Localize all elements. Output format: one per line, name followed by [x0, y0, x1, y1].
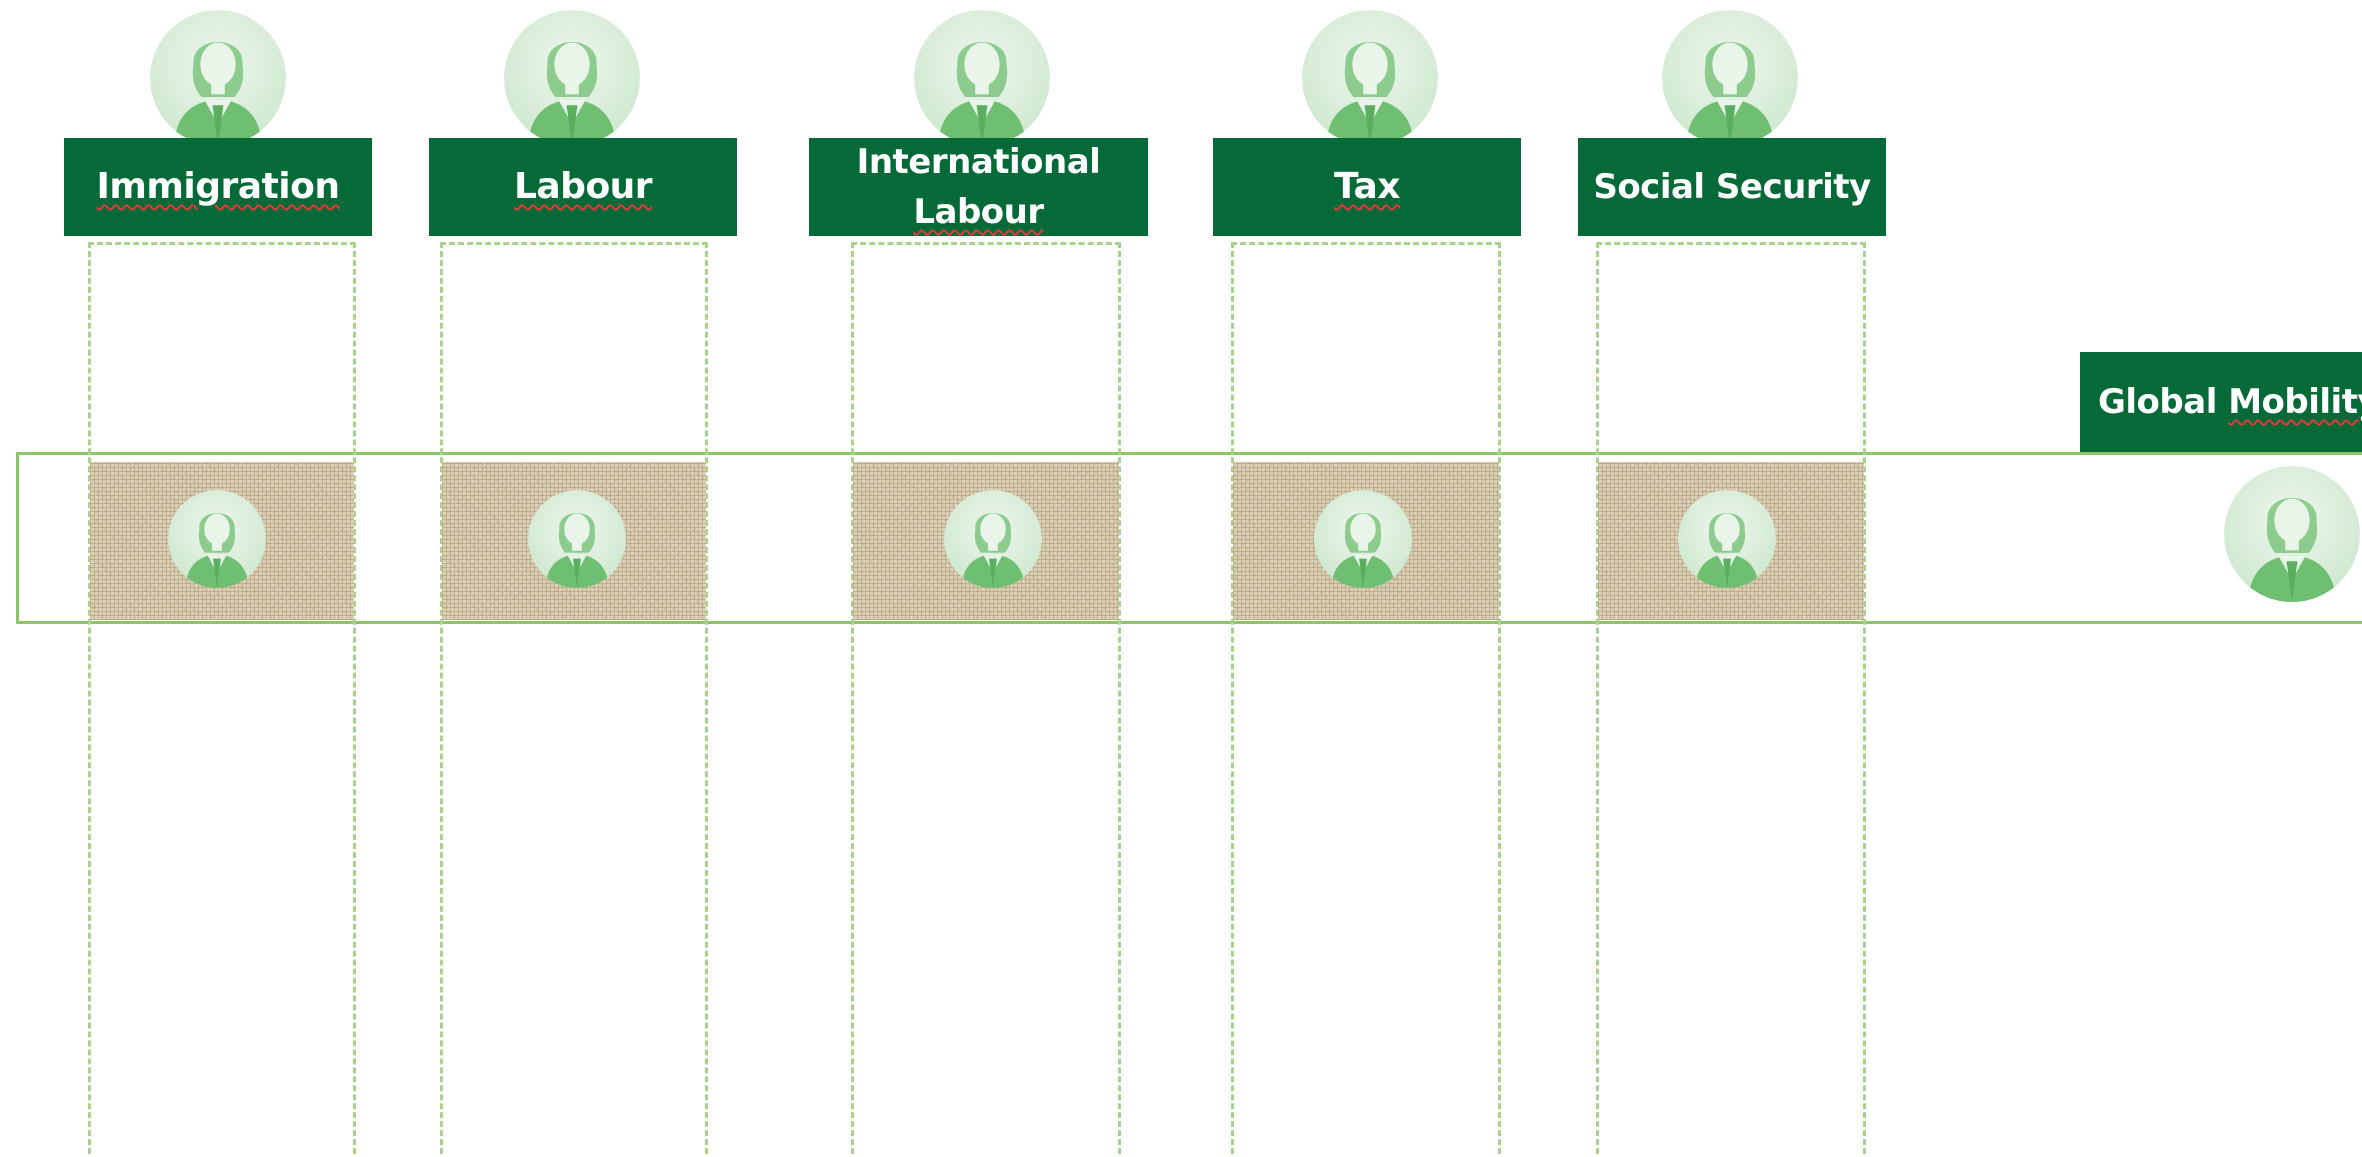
burlap-cell-social-security — [1598, 462, 1864, 620]
header-label-line1: International — [856, 142, 1101, 182]
user-avatar-icon — [528, 490, 626, 588]
lane-immigration — [88, 242, 356, 1157]
user-avatar-icon — [1678, 490, 1776, 588]
lane-tax — [1231, 242, 1501, 1157]
user-avatar-icon — [150, 10, 286, 146]
user-avatar-icon — [168, 490, 266, 588]
header-label-line2: Labour — [913, 192, 1044, 232]
header-international-labour: International Labour — [809, 138, 1148, 236]
header-label: Tax — [1334, 166, 1400, 207]
burlap-cell-labour — [442, 462, 706, 620]
lane-labour — [440, 242, 708, 1157]
header-label: Social Security — [1593, 167, 1871, 207]
lane-social-security — [1596, 242, 1866, 1157]
header-label: Immigration — [96, 166, 340, 207]
header-label-part1: Global — [2098, 382, 2229, 422]
burlap-cell-tax — [1233, 462, 1499, 620]
header-label: Labour — [513, 166, 653, 207]
header-immigration: Immigration — [64, 138, 372, 236]
header-global-mobility: Global Mobility — [2080, 352, 2362, 452]
user-avatar-icon — [2224, 466, 2360, 602]
user-avatar-icon — [1314, 490, 1412, 588]
lane-international-labour — [851, 242, 1121, 1157]
header-tax: Tax — [1213, 138, 1521, 236]
user-avatar-icon — [914, 10, 1050, 146]
header-social-security: Social Security — [1578, 138, 1886, 236]
header-label-part2: Mobility — [2228, 382, 2362, 422]
user-avatar-icon — [944, 490, 1042, 588]
user-avatar-icon — [504, 10, 640, 146]
header-labour: Labour — [429, 138, 737, 236]
person-band — [16, 452, 2362, 624]
user-avatar-icon — [1302, 10, 1438, 146]
user-avatar-icon — [1662, 10, 1798, 146]
